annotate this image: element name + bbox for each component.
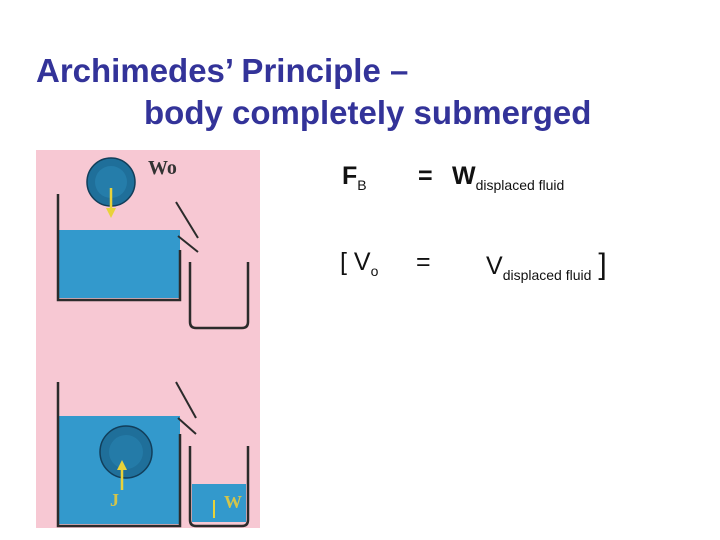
ball-submerged-highlight [109,435,143,469]
eq1-equals: = [418,162,433,190]
tank-bottom-walls [56,382,182,528]
archimedes-diagram: Wo J W [36,150,260,528]
beaker-bottom-water [192,484,246,522]
label-j: J [110,490,119,510]
beaker-bottom-filled [188,446,250,528]
slide-title: Archimedes’ Principle – body completely … [36,50,696,134]
title-line-2: body completely submerged [144,94,592,131]
tank-top-water [58,230,180,298]
label-w: W [224,492,242,512]
diagram-svg: Wo J W [36,150,260,528]
spout-bottom-lip [177,417,197,435]
buoyancy-arrowhead [117,460,127,470]
spout-top [175,201,199,239]
eq1-rhs: Wdisplaced fluid [452,162,565,193]
ball-highlight [95,166,127,198]
weight-arrowhead-top [106,208,116,218]
eq1-lhs: FB [342,162,367,193]
tank-top-walls [56,194,182,302]
eq2-rhs: Vdisplaced fluid ] [486,248,607,283]
spout-bottom [175,381,197,419]
label-wo: Wo [148,157,177,179]
beaker-top-empty [188,262,250,330]
title-line-1: Archimedes’ Principle – [36,52,409,89]
spout-top-lip [177,235,199,253]
eq2-lhs: [ Vo [340,248,379,279]
eq2-equals: = [416,248,431,276]
